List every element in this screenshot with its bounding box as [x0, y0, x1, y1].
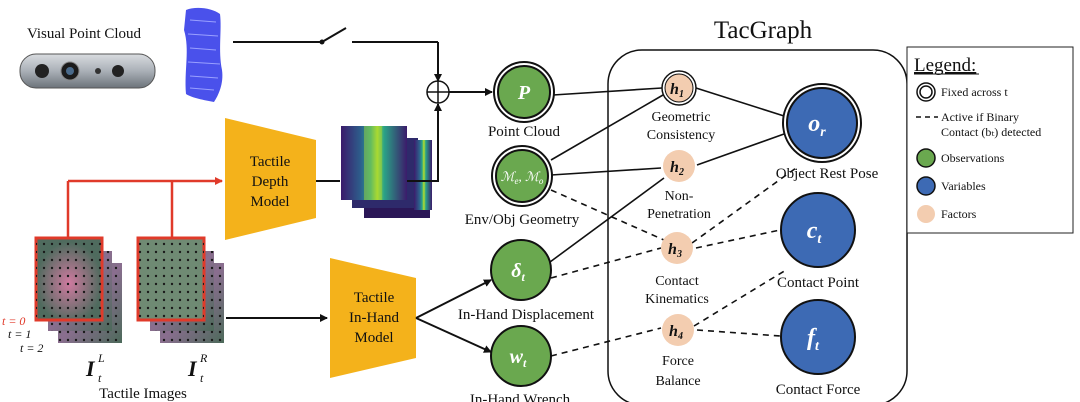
svg-text:R: R	[199, 351, 208, 365]
svg-text:ct: ct	[807, 218, 823, 247]
tactile-images-label: Tactile Images	[99, 386, 187, 402]
legend-factors-label: Factors	[941, 207, 977, 221]
depth-model-label-2: Depth	[252, 174, 289, 190]
legend-observation-icon	[916, 148, 936, 168]
legend-variables-label: Variables	[941, 179, 986, 193]
inhand-model-label-2: In-Hand	[349, 310, 399, 326]
svg-text:Balance: Balance	[655, 374, 700, 389]
svg-text:wt: wt	[510, 346, 527, 370]
inhand-model-out-edges	[415, 279, 492, 353]
factor-h3: h3 Contact Kinematics	[645, 232, 709, 307]
depth-map-images	[341, 126, 432, 218]
svg-text:Geometric: Geometric	[651, 110, 710, 125]
svg-text:h4: h4	[669, 323, 683, 342]
legend-active-label-2: Contact (bₜ) detected	[941, 125, 1041, 139]
variable-contact-force: ft Contact Force	[776, 299, 861, 398]
inhand-model-label-3: Model	[354, 330, 393, 346]
depth-model-label-3: Model	[250, 194, 289, 210]
switch-connector	[233, 27, 442, 82]
svg-text:Penetration: Penetration	[647, 207, 711, 222]
legend-fixed-label: Fixed across t	[941, 85, 1008, 99]
depthmap-to-sum-edge	[407, 103, 442, 182]
point-cloud-icon	[184, 7, 223, 103]
observation-point-cloud: P Point Cloud	[488, 61, 561, 140]
variable-object-rest-pose: or Object Rest Pose	[776, 83, 879, 182]
legend-active-label-1: Active if Binary	[941, 110, 1019, 124]
observation-geometry: ℳe, ℳo Env/Obj Geometry	[465, 145, 580, 228]
geometry-label: Env/Obj Geometry	[465, 212, 580, 228]
factor-h4: h4 Force Balance	[655, 314, 701, 389]
svg-text:ft: ft	[807, 325, 820, 354]
svg-text:I: I	[85, 356, 96, 381]
svg-text:h2: h2	[670, 159, 684, 178]
point-cloud-label: Point Cloud	[488, 124, 561, 140]
visual-point-cloud-label: Visual Point Cloud	[27, 26, 142, 42]
legend-fixed-icon	[916, 82, 936, 102]
observation-wrench: wt In-Hand Wrench	[470, 325, 571, 402]
factor-h1: h1 Geometric Consistency	[647, 70, 715, 143]
svg-text:ℳe, ℳo: ℳe, ℳo	[501, 169, 544, 186]
tactile-inhand-model: Tactile In-Hand Model	[330, 258, 416, 378]
tactile-images-left	[34, 236, 122, 343]
legend-title: Legend:	[914, 55, 976, 76]
svg-text:P: P	[517, 82, 531, 104]
sum-node	[426, 80, 450, 104]
legend-variable-icon	[916, 176, 936, 196]
svg-text:Consistency: Consistency	[647, 128, 715, 143]
svg-text:L: L	[97, 351, 105, 365]
tactile-left-symbol: I L t	[85, 351, 105, 385]
legend-observations-label: Observations	[941, 151, 1005, 165]
svg-text:or: or	[808, 111, 826, 140]
svg-text:Force: Force	[662, 354, 694, 369]
tacgraph-frame	[607, 49, 908, 402]
tactile-depth-model: Tactile Depth Model	[225, 118, 316, 240]
svg-text:h1: h1	[670, 81, 684, 100]
variable-contact-point: ct Contact Point	[777, 192, 860, 291]
observation-displacement: δt In-Hand Displacement	[458, 239, 595, 323]
svg-text:δt: δt	[511, 260, 525, 284]
depth-model-label-1: Tactile	[250, 154, 291, 170]
time-label-1: t = 1	[8, 327, 31, 341]
tactile-to-depth-edges	[66, 177, 223, 237]
contact-point-label: Contact Point	[777, 275, 860, 291]
contact-force-label: Contact Force	[776, 382, 861, 398]
inhand-model-label-1: Tactile	[354, 290, 395, 306]
svg-text:t: t	[200, 371, 204, 385]
wrench-label: In-Hand Wrench	[470, 392, 571, 402]
tactile-images-right	[136, 236, 224, 343]
svg-text:I: I	[187, 356, 198, 381]
object-rest-pose-label: Object Rest Pose	[776, 166, 879, 182]
svg-text:Kinematics: Kinematics	[645, 292, 709, 307]
tactile-right-symbol: I R t	[187, 351, 208, 385]
factor-h2: h2 Non- Penetration	[647, 150, 711, 222]
legend-factor-icon	[917, 205, 935, 223]
legend: Legend: Fixed across t Active if Binary …	[906, 46, 1074, 234]
displacement-label: In-Hand Displacement	[458, 307, 595, 323]
svg-text:t: t	[98, 371, 102, 385]
svg-text:h3: h3	[668, 241, 682, 260]
diagram-title: TacGraph	[714, 17, 813, 44]
time-label-0: t = 0	[2, 314, 25, 328]
time-label-2: t = 2	[20, 341, 43, 355]
svg-text:Contact: Contact	[655, 274, 699, 289]
depth-camera-icon	[19, 53, 156, 89]
svg-text:Non-: Non-	[665, 189, 694, 204]
graph-edges	[549, 87, 797, 357]
